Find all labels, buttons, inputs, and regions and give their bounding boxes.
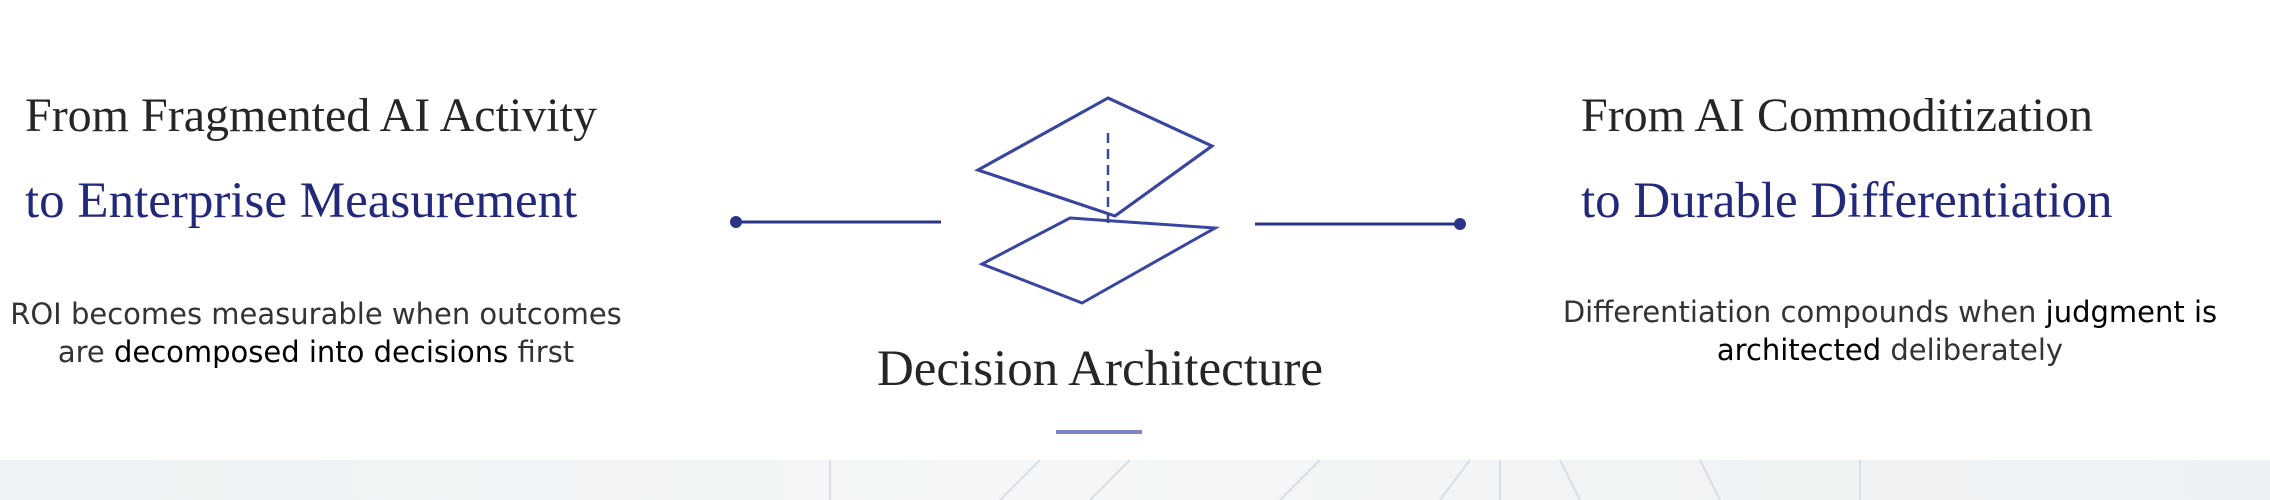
title-underline (1056, 430, 1142, 434)
left-desc-part2: are (57, 335, 114, 369)
right-connector-line (1255, 218, 1466, 230)
right-desc-part1: Differentiation compounds when (1562, 295, 2046, 329)
left-desc-part1: ROI becomes measurable when outcomes (10, 297, 622, 331)
right-description: Differentiation compounds when judgment … (1530, 293, 2250, 369)
left-connector-line (730, 216, 941, 228)
right-desc-emphasis1: judgment is (2045, 295, 2218, 329)
background-band (0, 460, 2270, 500)
left-desc-emphasis: decomposed into decisions (113, 335, 509, 369)
background-pattern (829, 460, 1861, 500)
left-heading-line2: to Enterprise Measurement (25, 173, 578, 229)
right-desc-emphasis2: architected (1716, 333, 1882, 367)
right-heading-line1: From AI Commoditization (1581, 89, 2093, 142)
right-desc-part2: deliberately (1881, 333, 2064, 367)
stacked-planes-icon (974, 96, 1221, 305)
center-title: Decision Architecture (876, 341, 1324, 397)
right-heading-line2: to Durable Differentiation (1581, 173, 2113, 229)
left-desc-part3: first (508, 335, 575, 369)
left-heading-line1: From Fragmented AI Activity (25, 89, 597, 142)
